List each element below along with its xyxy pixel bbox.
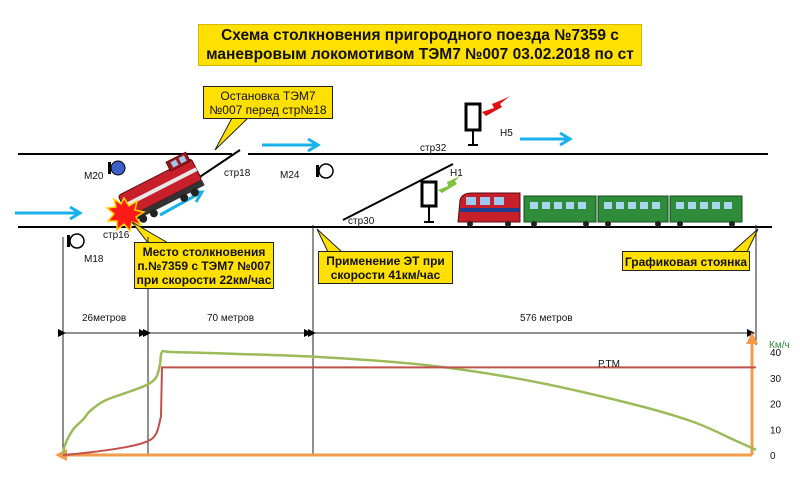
signal-n5 bbox=[464, 96, 510, 146]
arrow-left-direction-head bbox=[69, 205, 83, 221]
brake-curve-label: Р,ТМ bbox=[598, 359, 620, 370]
callout-stop-line-1: Остановка ТЭМ7 bbox=[220, 89, 316, 103]
arrow-upper-direction-head bbox=[307, 137, 321, 153]
callout-collision-line-1: Место столкновения bbox=[142, 245, 266, 259]
y-tick-label: 40 bbox=[770, 348, 782, 359]
distance-label-576m: 576 метров bbox=[520, 313, 573, 324]
braking-callout-pointer bbox=[316, 228, 344, 253]
y-tick-label: 0 bbox=[770, 451, 776, 462]
y-tick-label: 10 bbox=[770, 425, 782, 436]
signal-lamp-white bbox=[69, 233, 85, 249]
switch-crossover-right bbox=[342, 163, 454, 221]
diagram-title: Схема столкновения пригородного поезда №… bbox=[198, 24, 642, 66]
stop-callout-pointer bbox=[214, 117, 250, 151]
brake-pressure-curve bbox=[62, 366, 756, 456]
signal-lamp-white bbox=[318, 163, 334, 179]
chart-y-axis-arrowhead bbox=[746, 332, 758, 344]
signal-label-m24: М24 bbox=[280, 170, 300, 181]
green-signal-flash-icon bbox=[438, 173, 463, 193]
collision-callout-pointer bbox=[131, 221, 170, 244]
callout-collision-place: Место столкновения п.№7359 с ТЭМ7 №007 п… bbox=[134, 242, 274, 289]
callout-pointers bbox=[131, 117, 759, 255]
y-axis-ticks: 0 10 20 30 40 bbox=[770, 348, 782, 462]
switch-label-str32: стр32 bbox=[420, 143, 447, 154]
y-tick-label: 30 bbox=[770, 374, 782, 385]
suburban-train-7359-icon bbox=[457, 192, 743, 227]
signal-label-n1: Н1 bbox=[450, 168, 463, 179]
callout-brake-line-2: скорости 41км/час bbox=[330, 268, 441, 282]
arrow-signal-n5-direction-head bbox=[559, 131, 573, 147]
shunting-signal-m20 bbox=[108, 160, 126, 176]
signal-label-n5: Н5 bbox=[500, 128, 513, 139]
signal-label-m18: М18 bbox=[84, 254, 104, 265]
switch-label-str16: стр16 bbox=[103, 230, 130, 241]
callout-brake-application: Применение ЭТ при скорости 41км/час bbox=[318, 251, 453, 284]
callout-scheduled-stop: Графиковая стоянка bbox=[622, 251, 750, 271]
shunting-signal-m24 bbox=[316, 163, 334, 179]
distance-label-26m: 26метров bbox=[82, 313, 126, 324]
speed-unit-label: Км/ч bbox=[769, 340, 790, 351]
direction-arrows bbox=[15, 131, 573, 221]
callout-stop-tem7: Остановка ТЭМ7 №007 перед стр№18 bbox=[203, 86, 333, 119]
shunting-signal-m18 bbox=[67, 233, 85, 249]
switch-label-str18: стр18 bbox=[224, 168, 251, 179]
signal-n1 bbox=[420, 173, 463, 223]
red-signal-flash-icon bbox=[482, 96, 510, 116]
signal-label-m20: М20 bbox=[84, 171, 104, 182]
callout-collision-line-2: п.№7359 с ТЭМ7 №007 bbox=[137, 259, 271, 273]
callout-scheduled-stop-text: Графиковая стоянка bbox=[624, 255, 748, 269]
locomotive-tem7-icon bbox=[118, 151, 205, 223]
title-line-2: маневровым локомотивом ТЭМ7 №007 03.02.2… bbox=[206, 46, 634, 63]
title-line-1: Схема столкновения пригородного поезда №… bbox=[221, 27, 619, 44]
callout-brake-line-1: Применение ЭТ при bbox=[326, 254, 445, 268]
y-tick-label: 20 bbox=[770, 400, 782, 411]
signal-lamp-blue bbox=[110, 160, 126, 176]
speed-curve bbox=[61, 349, 757, 456]
speed-chart: 0 10 20 30 40 bbox=[55, 332, 782, 462]
distance-label-70m: 70 метров bbox=[207, 313, 254, 324]
collision-explosion-icon bbox=[105, 196, 146, 233]
arrow-diagonal-direction bbox=[159, 191, 201, 217]
switch-label-str30: стр30 bbox=[348, 216, 375, 227]
callout-stop-line-2: №007 перед стр№18 bbox=[209, 103, 327, 117]
callout-collision-line-3: при скорости 22км/час bbox=[136, 273, 272, 287]
